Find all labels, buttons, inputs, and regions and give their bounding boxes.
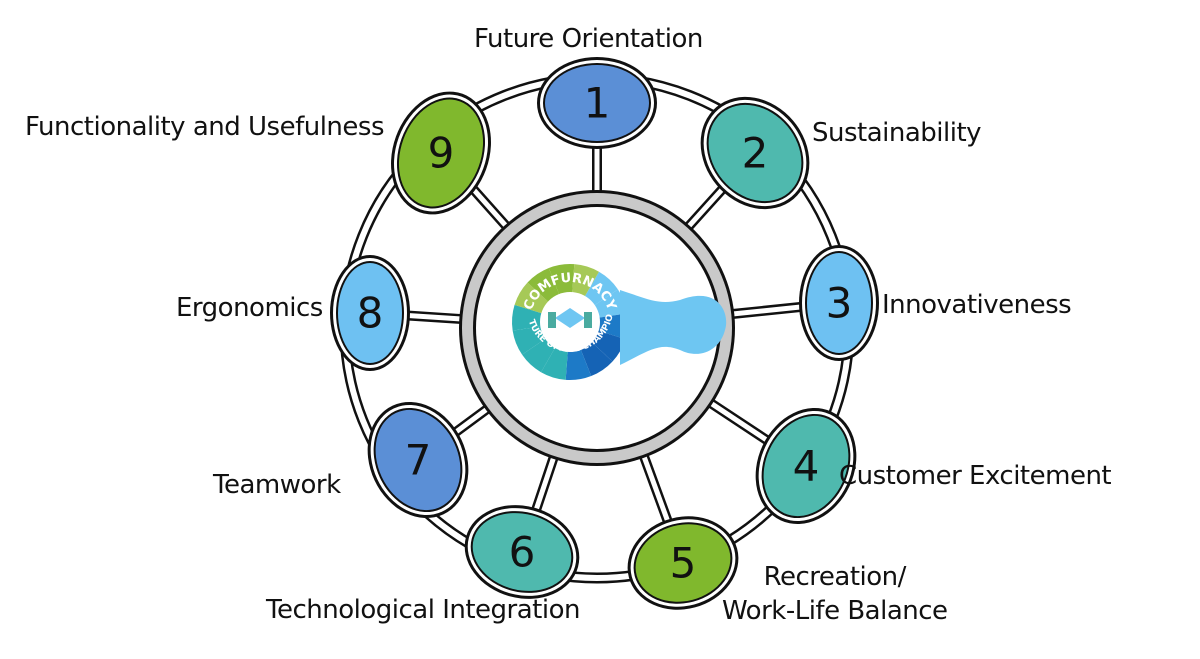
label-future-orientation: Future Orientation <box>474 24 703 54</box>
node-number: 5 <box>670 539 697 588</box>
logo-puzzle-tab <box>620 290 727 365</box>
label-functionality-and-usefulness: Functionality and Usefulness <box>25 112 385 142</box>
node-ellipse <box>763 415 849 517</box>
node-ellipse <box>635 524 731 602</box>
node-1: 1 <box>537 57 657 149</box>
chairs-icon <box>548 308 592 328</box>
node-7: 7 <box>367 401 469 519</box>
node-8: 8 <box>330 255 410 371</box>
node-number: 8 <box>357 289 384 338</box>
center-hub <box>459 190 735 466</box>
label-sustainability: Sustainability <box>812 118 982 148</box>
node-6: 6 <box>464 505 580 599</box>
node-ellipse <box>708 104 802 202</box>
node-ellipse <box>545 65 649 141</box>
node-number: 6 <box>509 528 536 577</box>
node-4: 4 <box>755 407 857 525</box>
label-innovativeness: Innovativeness <box>882 290 1072 320</box>
node-number: 4 <box>793 442 820 491</box>
node-ellipse <box>398 99 484 207</box>
node-3: 3 <box>799 245 879 361</box>
node-number: 2 <box>742 129 769 178</box>
label-ergonomics: Ergonomics <box>176 293 323 323</box>
label-recreation-line1: Recreation/ <box>763 562 907 592</box>
label-customer-excitement: Customer Excitement <box>839 461 1112 491</box>
nodes: 1 2 3 4 5 6 7 8 9 <box>330 57 879 610</box>
node-ellipse <box>472 513 572 591</box>
node-number: 3 <box>826 279 853 328</box>
node-number: 1 <box>584 79 611 128</box>
node-9: 9 <box>391 91 491 215</box>
node-5: 5 <box>627 516 739 610</box>
label-recreation-line2: Work-Life Balance <box>722 596 948 626</box>
node-number: 7 <box>405 436 432 485</box>
node-ellipse <box>807 253 871 353</box>
label-recreation-work-life-balance: Recreation/ Work-Life Balance <box>722 560 948 628</box>
label-technological-integration: Technological Integration <box>266 595 580 625</box>
node-ellipse <box>375 409 461 511</box>
node-number: 9 <box>428 129 455 178</box>
node-ellipse <box>338 263 402 363</box>
label-teamwork: Teamwork <box>213 470 341 500</box>
node-2: 2 <box>700 96 810 210</box>
